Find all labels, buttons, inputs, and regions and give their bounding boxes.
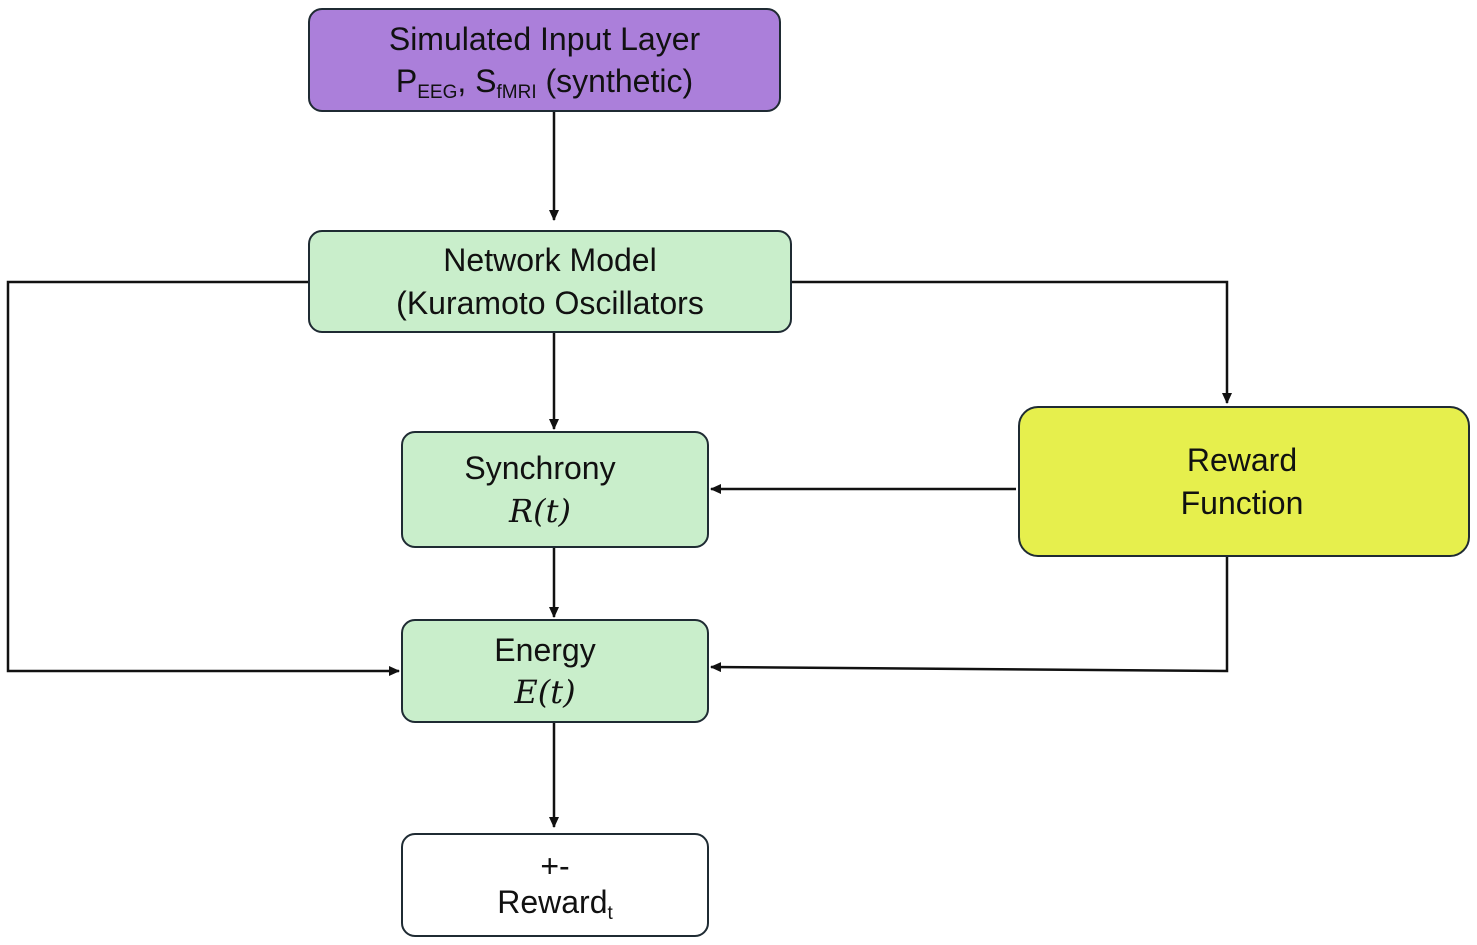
network-model-subtitle: (Kuramoto Oscillators (396, 284, 704, 321)
synchrony-node: Synchrony R(t) (401, 431, 709, 548)
reward-output-node: +- Rewardt (401, 833, 709, 937)
reward-output-subscript: t (607, 903, 613, 925)
fmri-symbol: S (475, 63, 497, 99)
signal-separator: , (457, 63, 476, 99)
network-model-title: Network Model (443, 242, 657, 279)
input-layer-signals: PEEG, SfMRI (synthetic) (396, 60, 693, 102)
reward-function-node: Reward Function (1018, 406, 1470, 557)
input-layer-node: Simulated Input Layer PEEG, SfMRI (synth… (308, 8, 781, 112)
network-model-node: Network Model (Kuramoto Oscillators (308, 230, 792, 333)
energy-label: Energy (494, 631, 596, 668)
reward-sign: +- (540, 848, 570, 885)
reward-output-label-row: Rewardt (497, 884, 613, 925)
synchrony-label: Synchrony (464, 450, 616, 487)
fmri-subscript: fMRI (496, 82, 537, 104)
reward-function-line1: Reward (1186, 442, 1298, 479)
synchrony-formula: R(t) (509, 491, 571, 530)
energy-formula: E(t) (514, 673, 576, 711)
edge-reward-function-to-energy (710, 557, 1229, 673)
energy-node: Energy E(t) (401, 619, 709, 723)
reward-function-line2: Function (1180, 484, 1304, 521)
edge-network-to-energy (6, 280, 400, 676)
eeg-symbol: P (395, 63, 418, 99)
input-layer-title: Simulated Input Layer (388, 20, 701, 57)
eeg-subscript: EEG (417, 82, 458, 104)
synthetic-note: (synthetic) (536, 63, 694, 99)
edge-network-to-reward-function (792, 280, 1232, 404)
reward-output-label: Reward (497, 884, 608, 920)
